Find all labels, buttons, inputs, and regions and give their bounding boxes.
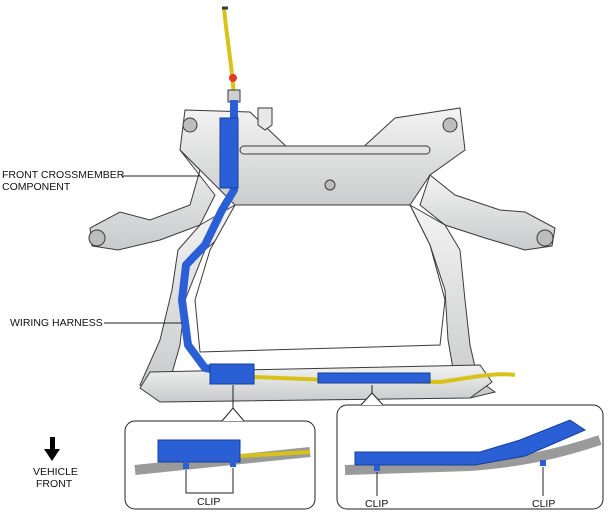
clip-label-right-detail-a: CLIP: [365, 498, 389, 510]
wiring-harness-label: WIRING HARNESS: [10, 317, 103, 329]
detail-box-right: [336, 392, 604, 510]
front-crossmember-label-line1: FRONT CROSSMEMBER: [2, 169, 125, 181]
vehicle-front-arrow-icon: [44, 437, 60, 461]
clip-icon: [540, 460, 546, 466]
vehicle-front-label-line1: VEHICLE: [33, 466, 78, 478]
red-marker-icon: [229, 74, 237, 82]
detail-box-left: [124, 407, 316, 510]
front-crossmember-label-line2: COMPONENT: [2, 181, 71, 193]
wiring-harness: [178, 6, 516, 385]
clip-icon: [183, 463, 189, 469]
clip-icon: [374, 465, 380, 471]
clip-icon: [230, 461, 236, 467]
vehicle-front-label-line2: FRONT: [36, 478, 73, 490]
clip-label-left-detail: CLIP: [197, 496, 221, 508]
front-crossmember-component: [88, 107, 556, 403]
clip-label-right-detail-b: CLIP: [532, 498, 556, 510]
